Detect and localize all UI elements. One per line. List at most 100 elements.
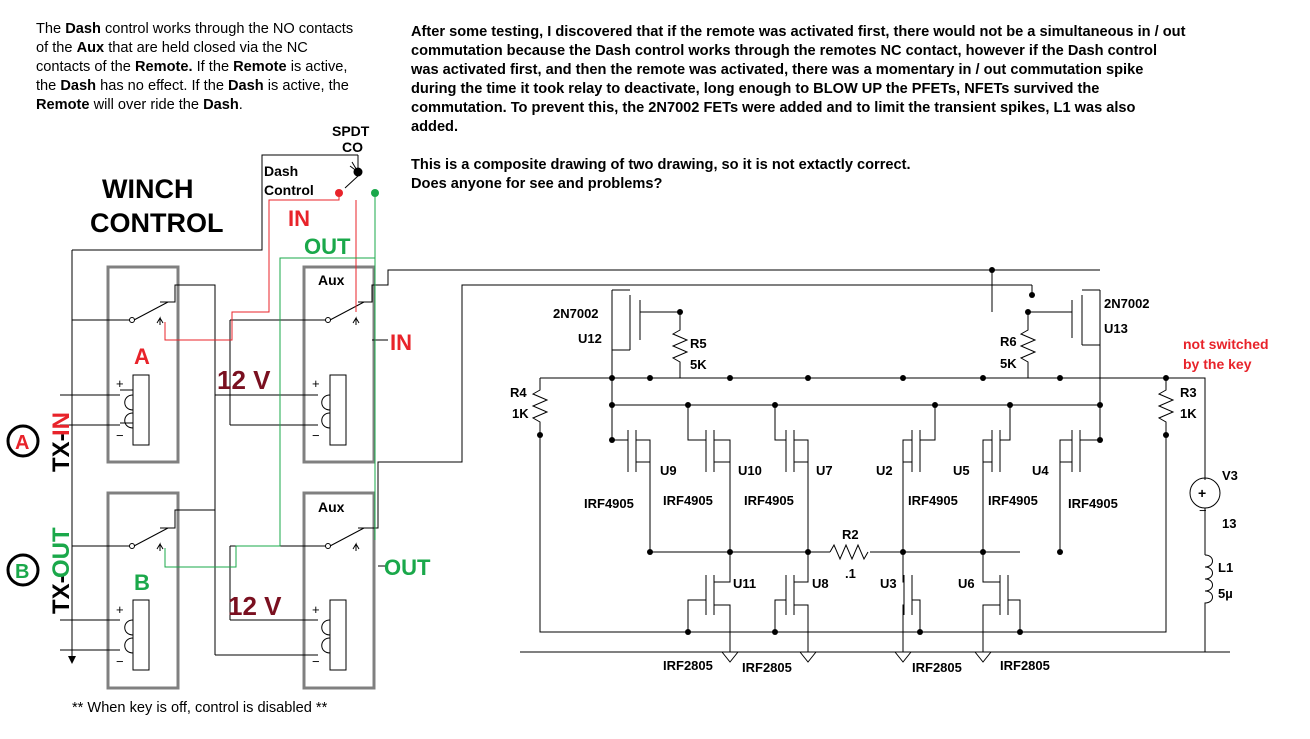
r3-ref: R3 — [1180, 385, 1197, 400]
control-title: CONTROL — [90, 208, 223, 238]
dash-out-terminal — [371, 189, 379, 197]
note-line: was activated first, and then the remote… — [411, 62, 1144, 78]
u7-part: IRF4905 — [744, 493, 794, 508]
u6-part: IRF2805 — [1000, 658, 1050, 673]
r6-ref: R6 — [1000, 334, 1017, 349]
r6-value: 5K — [1000, 356, 1017, 371]
svg-text:−: − — [116, 654, 124, 669]
coil-aux-top — [329, 374, 347, 446]
testing-findings-note: After some testing, I discovered that if… — [411, 23, 1291, 194]
control-label: Control — [264, 182, 314, 198]
top-supply-rail — [540, 377, 1206, 480]
aux-top-box — [302, 265, 376, 464]
u10-ref: U10 — [738, 463, 762, 478]
spdt-label: SPDT — [332, 123, 370, 139]
r3-value: 1K — [1180, 406, 1197, 421]
v3-ref: V3 — [1222, 468, 1238, 483]
r5-value: 5K — [690, 357, 707, 372]
key-off-footer-note: ** When key is off, control is disabled … — [72, 700, 328, 716]
u9-ref: U9 — [660, 463, 677, 478]
note-line: Does anyone for see and problems? — [411, 176, 663, 192]
tx-out-prefix: TX- — [48, 575, 75, 614]
tx-in-prefix: TX- — [48, 433, 75, 472]
note-line: commutation because the Dash control wor… — [411, 43, 1158, 59]
relay-b-box — [106, 491, 180, 690]
tx-in-suffix: IN — [48, 412, 75, 436]
junction-dots — [537, 267, 1169, 635]
note-segment: Dash — [228, 78, 264, 94]
relay-b-label: B — [134, 570, 150, 595]
note-segment: . — [238, 97, 243, 113]
u11-part: IRF2805 — [663, 658, 713, 673]
out-wire — [164, 193, 376, 568]
aux-top-label: Aux — [318, 272, 345, 288]
coil-a — [132, 374, 150, 446]
note-line: This is a composite drawing of two drawi… — [411, 157, 911, 173]
note-segment: Remote — [233, 59, 287, 75]
svg-text:+: + — [116, 376, 124, 391]
svg-text:+: + — [312, 602, 320, 617]
u8-part: IRF2805 — [742, 660, 792, 675]
note-line: during the time it took relay to deactiv… — [411, 81, 1100, 97]
svg-text:−: − — [312, 428, 320, 443]
note-line: added. — [411, 119, 459, 135]
u6-ref: U6 — [958, 576, 975, 591]
u5-ref: U5 — [953, 463, 970, 478]
u6-fet — [982, 552, 1021, 652]
note-segment: is active, the — [263, 78, 349, 94]
note-segment: Remote — [36, 97, 90, 113]
r5-resistor — [671, 312, 689, 378]
svg-text:−: − — [312, 654, 320, 669]
coil-aux-bottom — [329, 599, 347, 671]
note-segment: The — [36, 21, 66, 37]
u7-fet — [774, 405, 809, 552]
r6-resistor — [1019, 312, 1037, 378]
dash-in-terminal — [335, 189, 343, 197]
svg-text:B: B — [15, 561, 29, 583]
note-line: After some testing, I discovered that if… — [411, 24, 1186, 40]
aux-bottom-box — [302, 491, 376, 690]
u11-fet — [687, 552, 731, 652]
u10-part: IRF4905 — [663, 493, 713, 508]
svg-text:+: + — [116, 602, 124, 617]
v3-value: 13 — [1222, 516, 1236, 531]
u4-part: IRF4905 — [1068, 496, 1118, 511]
note-segment: Remote. — [134, 59, 193, 75]
relay-a-label: A — [134, 344, 150, 369]
u2-part: IRF4905 — [908, 493, 958, 508]
relay-a-box — [106, 265, 180, 464]
svg-text:+: + — [1198, 485, 1206, 501]
note-segment: will over ride the — [89, 97, 204, 113]
note-segment: Dash — [60, 78, 97, 94]
u3-fet — [902, 552, 921, 652]
u5-fet — [982, 405, 1011, 552]
note-segment: Dash — [65, 21, 101, 37]
u2-fet — [902, 405, 936, 552]
svg-text:A: A — [15, 432, 29, 454]
r5-ref: R5 — [690, 336, 707, 351]
out-label-top: OUT — [304, 234, 351, 259]
svg-text:−: − — [116, 428, 124, 443]
svg-text:−: − — [1199, 503, 1207, 518]
r4-resistor — [531, 378, 549, 440]
l1-inductor — [1204, 554, 1213, 652]
u8-fet — [774, 552, 809, 652]
coil-b — [132, 599, 150, 671]
l1-ref: L1 — [1218, 560, 1233, 575]
note-segment: Dash — [203, 97, 239, 113]
not-switched-label: not switched — [1183, 336, 1269, 352]
dash-aux-remote-explanation: The Dash control works through the NO co… — [36, 20, 366, 115]
u13-ref: U13 — [1104, 321, 1128, 336]
u10-fet — [687, 405, 731, 552]
r3-resistor — [1157, 378, 1175, 440]
u3-part: IRF2805 — [912, 660, 962, 675]
u2-ref: U2 — [876, 463, 893, 478]
in-label-right: IN — [390, 330, 412, 355]
r4-ref: R4 — [510, 385, 527, 400]
note-segment: Aux — [76, 40, 105, 56]
twelve-v-bottom: 12 V — [228, 591, 282, 621]
note-segment: has no effect. If the — [96, 78, 229, 94]
u11-ref: U11 — [733, 576, 756, 591]
r2-ref: R2 — [842, 527, 859, 542]
